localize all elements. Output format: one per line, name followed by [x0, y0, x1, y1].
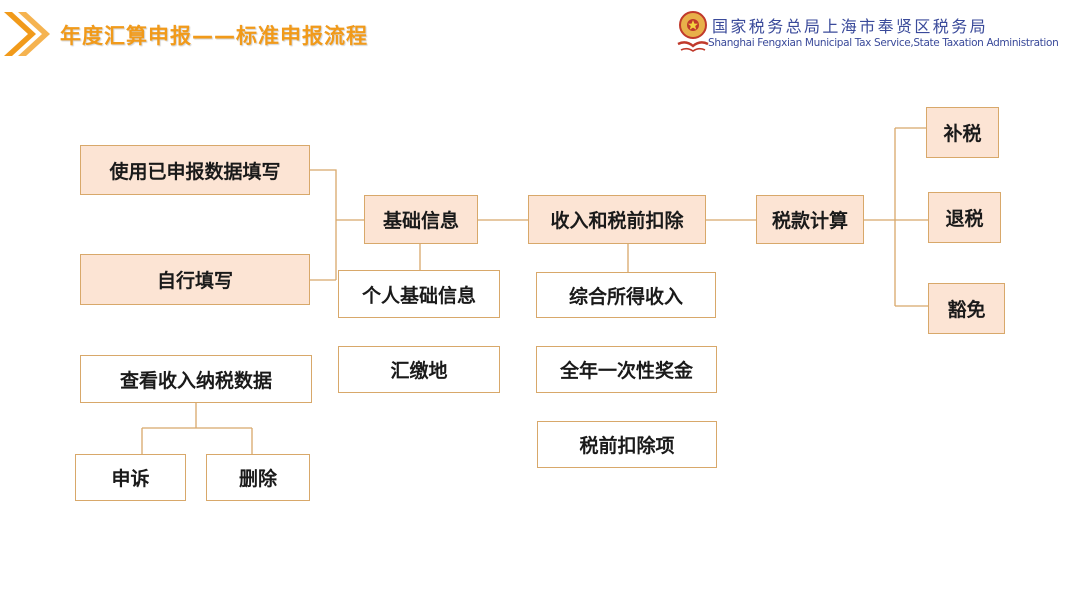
org-name-en: Shanghai Fengxian Municipal Tax Service,…	[708, 37, 1059, 49]
org-logo: 国家税务总局上海市奉贤区税务局 Shanghai Fengxian Munici…	[676, 10, 1076, 60]
tax-emblem-icon	[677, 11, 709, 52]
node-basic-info: 基础信息	[364, 195, 478, 244]
node-income-pretax-deduction: 收入和税前扣除	[528, 195, 706, 244]
node-pretax-deduction-items: 税前扣除项	[537, 421, 717, 468]
node-use-reported-data: 使用已申报数据填写	[80, 145, 310, 195]
connector-view-income	[141, 403, 253, 454]
node-exempt: 豁免	[928, 283, 1005, 334]
node-refund-tax: 退税	[928, 192, 1001, 243]
node-tax-calculation: 税款计算	[756, 195, 864, 244]
connector-use-reported	[310, 169, 337, 280]
node-view-income-tax-data: 查看收入纳税数据	[80, 355, 312, 403]
chevron-arrows-icon	[4, 12, 50, 56]
node-personal-basic-info: 个人基础信息	[338, 270, 500, 318]
org-name-cn: 国家税务总局上海市奉贤区税务局	[712, 17, 989, 36]
node-remit-place: 汇缴地	[338, 346, 500, 393]
node-comprehensive-income: 综合所得收入	[536, 272, 716, 318]
node-pay-tax: 补税	[926, 107, 999, 158]
node-appeal: 申诉	[75, 454, 186, 501]
node-annual-one-time-bonus: 全年一次性奖金	[536, 346, 717, 393]
page-title: 年度汇算申报——标准申报流程	[60, 24, 368, 48]
node-delete: 删除	[206, 454, 310, 501]
node-self-fill: 自行填写	[80, 254, 310, 305]
